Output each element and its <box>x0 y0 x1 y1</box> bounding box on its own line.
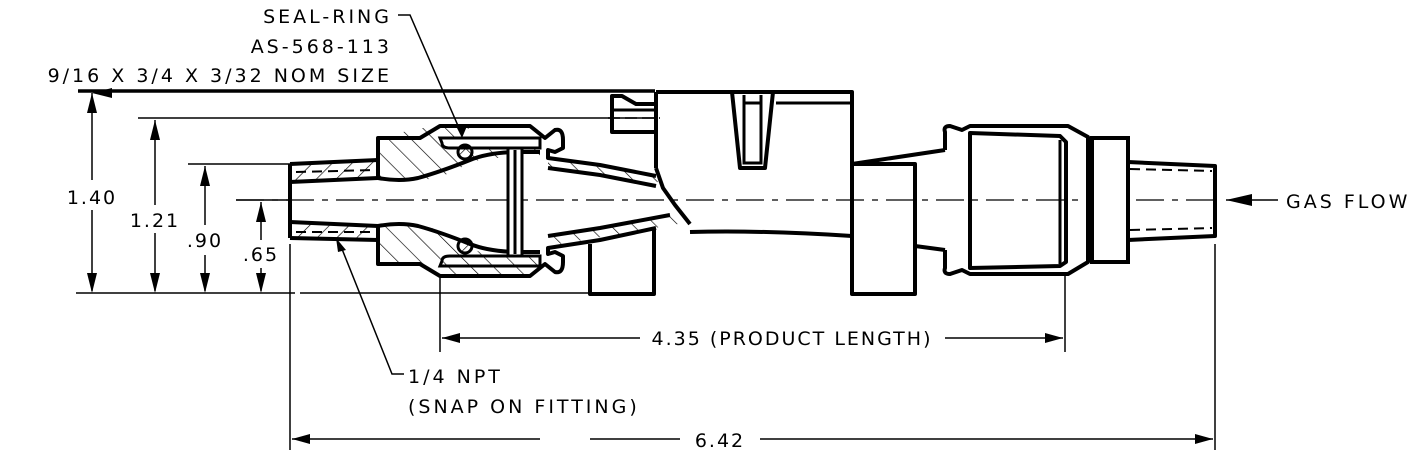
coupling-nut <box>1090 136 1130 264</box>
gas-flow-label: GAS FLOW <box>1286 191 1410 213</box>
seal-ring-label: SEAL-RING <box>263 6 392 28</box>
gas-flow-indicator: GAS FLOW <box>1226 191 1410 213</box>
npt-label-note: (SNAP ON FITTING) <box>408 396 640 418</box>
dimension-product-length: 4.35 (PRODUCT LENGTH) <box>652 328 933 350</box>
seal-ring-leader-line <box>398 14 463 136</box>
seal-ring-lower <box>456 237 474 255</box>
dimension-height-1-21: 1.21 <box>130 210 180 232</box>
npt-leader-line <box>339 243 404 375</box>
horizontal-dimensions: 4.35 (PRODUCT LENGTH) 6.42 <box>289 244 1216 452</box>
dimension-overall-length: 6.42 <box>695 430 745 452</box>
npt-leader-arrow-icon <box>336 238 346 252</box>
vertical-dimensions: 1.40 1.21 .90 .65 <box>67 88 655 294</box>
seal-ring-upper <box>456 143 474 161</box>
npt-fitting-callout: 1/4 NPT (SNAP ON FITTING) <box>336 238 640 418</box>
snap-on-fitting-section <box>288 124 690 278</box>
dimension-height-0-65: .65 <box>243 244 279 266</box>
dimension-height-0-90: .90 <box>187 230 223 252</box>
npt-label: 1/4 NPT <box>408 366 503 388</box>
valve-body <box>588 90 946 296</box>
snap-coupling <box>942 124 1217 276</box>
dimension-height-1-40: 1.40 <box>67 187 117 209</box>
seal-ring-part-number: AS-568-113 <box>251 36 392 58</box>
seal-ring-callout: SEAL-RING AS-568-113 9/16 X 3/4 X 3/32 N… <box>48 6 467 138</box>
seal-ring-size: 9/16 X 3/4 X 3/32 NOM SIZE <box>48 65 392 87</box>
gas-flow-arrow-icon <box>1226 194 1252 206</box>
